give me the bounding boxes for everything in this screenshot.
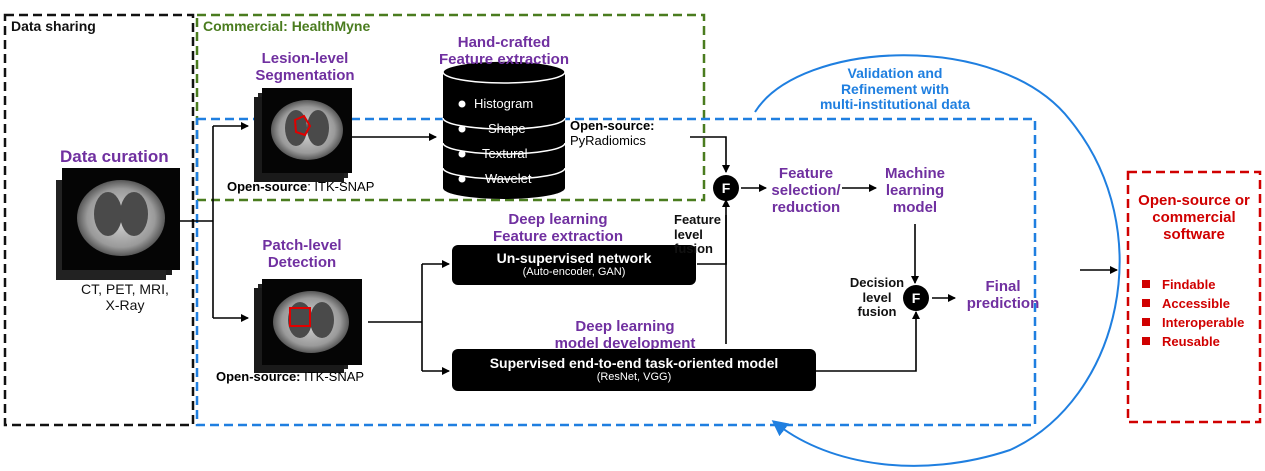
validation-label: Validation and Refinement with multi-ins… — [795, 65, 995, 113]
feature-selection-line-1: Feature — [778, 165, 834, 182]
software-title-line-2: commercial — [1152, 208, 1236, 226]
ml-model-line-1: Machine — [884, 165, 945, 182]
lesion-tool-name: : ITK-SNAP — [307, 179, 375, 194]
dl-model-title-line-1: Deep learning — [575, 318, 675, 335]
software-title-line-3: software — [1163, 225, 1225, 243]
feature-fusion-node: F — [713, 175, 739, 201]
fair-item-reusable: Reusable — [1140, 332, 1244, 351]
lesion-tool-prefix: Open-source — [227, 179, 308, 194]
modalities-line-1: CT, PET, MRI, — [81, 281, 169, 297]
final-prediction-line-1: Final — [985, 278, 1021, 295]
db-item-textural: Textural — [482, 146, 528, 161]
dl-feature-title-line-1: Deep learning — [508, 211, 608, 228]
software-title-line-1: Open-source or — [1138, 192, 1250, 209]
feature-selection-label: Feature selection/ reduction — [758, 165, 854, 216]
validation-line-2: Refinement with — [840, 80, 950, 97]
dl-model-title: Deep learning model development — [540, 318, 710, 353]
lesion-title-line-1: Lesion-level — [261, 50, 349, 67]
patch-scan-stack — [254, 279, 362, 373]
handcrafted-title-line-2: Feature extraction — [438, 50, 570, 68]
lesion-scan-stack — [254, 88, 352, 182]
fair-item-interoperable: Interoperable — [1140, 313, 1244, 332]
db-item-shape: Shape — [488, 121, 526, 136]
data-curation-title: Data curation — [60, 147, 169, 166]
commercial-frame — [195, 13, 706, 202]
connectors — [180, 122, 1118, 375]
patch-title: Patch-level Detection — [247, 237, 357, 272]
modalities-line-2: X-Ray — [105, 296, 145, 313]
database-cylinder — [442, 60, 566, 199]
db-item-histogram: Histogram — [474, 96, 534, 111]
fair-item-findable: Findable — [1140, 275, 1244, 294]
validation-line-3: multi-institutional data — [819, 96, 971, 113]
unsupervised-network-box: Un-supervised network (Auto-encoder, GAN… — [452, 245, 696, 285]
unsupervised-network-sub: (Auto-encoder, GAN) — [522, 266, 626, 278]
supervised-model-box: Supervised end-to-end task-oriented mode… — [452, 349, 816, 391]
ml-model-line-2: learning — [885, 181, 945, 199]
final-prediction-label: Final prediction — [958, 278, 1048, 313]
pyradiomics-label: Open-source: PyRadiomics — [570, 118, 655, 148]
feature-level-fusion-label: Feature level fusion — [674, 212, 721, 257]
modalities-label: CT, PET, MRI, X-Ray — [70, 281, 180, 313]
feature-level-fusion-line-3: fusion — [674, 241, 713, 257]
dl-model-title-line-2: model development — [554, 334, 696, 352]
decision-level-fusion-line-2: level — [862, 289, 892, 305]
validation-line-1: Validation and — [847, 65, 943, 81]
ml-model-label: Machine learning model — [870, 165, 960, 216]
lesion-tool: Open-source: ITK-SNAP — [227, 179, 375, 195]
patch-title-line-2: Detection — [267, 253, 337, 271]
final-prediction-line-2: prediction — [966, 294, 1040, 312]
dl-feature-title-line-2: Feature extraction — [492, 227, 624, 245]
handcrafted-title: Hand-crafted Feature extraction — [438, 34, 570, 69]
pyradiomics-prefix: Open-source: — [570, 118, 655, 133]
dl-feature-title: Deep learning Feature extraction — [478, 211, 638, 246]
handcrafted-title-line-1: Hand-crafted — [457, 34, 551, 51]
patch-tool: Open-source: ITK-SNAP — [216, 369, 365, 385]
lesion-title-line-2: Segmentation — [255, 66, 355, 84]
feature-selection-line-3: reduction — [771, 198, 841, 216]
supervised-model-sub: (ResNet, VGG) — [596, 371, 672, 383]
feature-selection-line-2: selection/ — [771, 181, 841, 199]
feature-level-fusion-line-1: Feature — [674, 212, 721, 227]
decision-fusion-node: F — [903, 285, 929, 311]
db-item-wavelet: Wavelet — [485, 171, 532, 186]
ml-model-line-3: model — [892, 198, 938, 216]
patch-tool-prefix: Open-source: — [216, 369, 301, 384]
patch-tool-name: ITK-SNAP — [300, 369, 365, 384]
data-sharing-title: Data sharing — [11, 18, 96, 34]
data-curation-scan-stack — [56, 168, 180, 280]
unsupervised-network-title: Un-supervised network — [496, 250, 652, 266]
pyradiomics-name: PyRadiomics — [570, 132, 646, 148]
decision-level-fusion-line-3: fusion — [857, 304, 897, 320]
decision-level-fusion-line-1: Decision — [849, 275, 905, 290]
pipeline-frame — [195, 117, 1037, 427]
commercial-title: Commercial: HealthMyne — [203, 18, 371, 34]
lesion-title: Lesion-level Segmentation — [245, 50, 365, 85]
data-sharing-frame — [3, 13, 195, 427]
supervised-model-title: Supervised end-to-end task-oriented mode… — [489, 355, 779, 371]
patch-title-line-1: Patch-level — [262, 237, 342, 254]
fair-item-accessible: Accessible — [1140, 294, 1244, 313]
software-frame — [1126, 170, 1262, 424]
software-title: Open-source or commercial software — [1128, 192, 1260, 243]
validation-loop-arrow — [754, 54, 1121, 467]
feature-level-fusion-line-2: level — [674, 226, 703, 242]
fair-list: Findable Accessible Interoperable Reusab… — [1140, 275, 1244, 351]
decision-level-fusion-label: Decision level fusion — [842, 275, 912, 320]
